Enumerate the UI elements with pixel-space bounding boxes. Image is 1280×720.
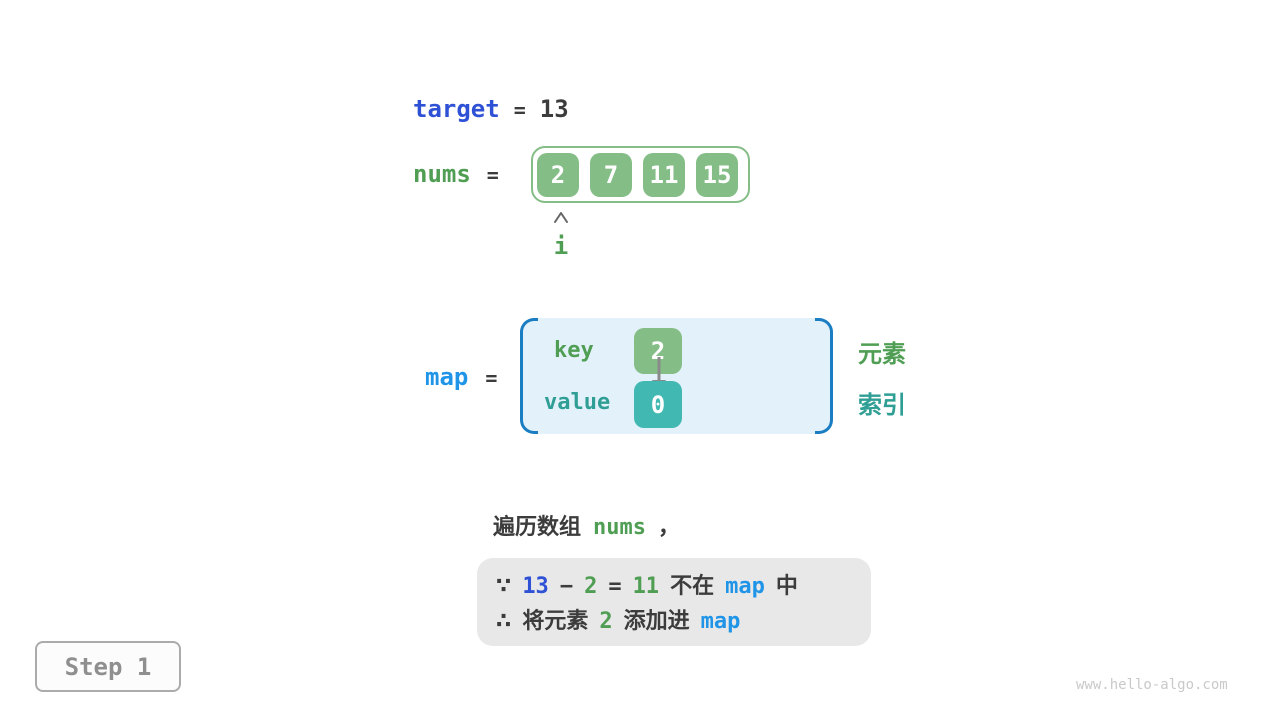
array-cell: 7: [590, 152, 632, 197]
note-in-text: 中: [775, 574, 798, 599]
note-line-because: ∵ 13 − 2 = 11 不在 map 中: [496, 573, 798, 601]
caption-code-nums: nums: [593, 515, 646, 540]
note-line-therefore: ∴ 将元素 2 添加进 map: [496, 608, 740, 636]
note-difference-value: 11: [632, 574, 660, 599]
note-map-ref: map: [725, 574, 765, 599]
note-target-value: 13: [522, 574, 549, 599]
step-badge: Step 1: [35, 641, 181, 692]
minus-sign: −: [559, 574, 574, 599]
map-assignment-label: map =: [425, 363, 497, 392]
nums-assignment-label: nums =: [413, 160, 499, 189]
note-added-value: 2: [599, 609, 613, 634]
note-box: ∵ 13 − 2 = 11 不在 map 中 ∴ 将元素 2 添加进 map: [477, 558, 871, 646]
array-cell: 11: [643, 152, 685, 197]
nums-equals-sign: =: [486, 163, 499, 187]
therefore-symbol: ∴: [496, 609, 512, 634]
array-cell: 15: [696, 152, 738, 197]
caption-comma: ，: [658, 515, 681, 540]
caption-line: 遍历数组 nums ，: [493, 514, 680, 542]
legend-index-label: 索引: [858, 391, 906, 419]
caption-text: 遍历数组: [493, 515, 582, 540]
map-container: key 2 value 0: [520, 318, 833, 434]
index-pointer-arrow-icon: [554, 212, 568, 223]
note-not-in-text: 不在: [670, 574, 715, 599]
target-value: 13: [539, 95, 569, 123]
target-assignment: target = 13: [413, 95, 569, 124]
target-equals-sign: =: [513, 98, 526, 122]
map-right-bracket: [815, 318, 833, 434]
note-element-value: 2: [584, 574, 598, 599]
map-equals-sign: =: [485, 366, 498, 390]
target-var-name: target: [413, 95, 500, 123]
note-add-element-text: 将元素: [522, 609, 589, 634]
index-pointer-label: i: [553, 232, 569, 260]
map-left-bracket: [520, 318, 538, 434]
map-value-label: value: [544, 390, 611, 415]
watermark-text: www.hello-algo.com: [1076, 677, 1228, 693]
note-add-into-text: 添加进: [623, 609, 690, 634]
map-var-name: map: [425, 363, 469, 391]
map-value-box: 0: [634, 381, 682, 428]
note-map-ref: map: [700, 609, 741, 634]
array-cell: 2: [537, 152, 579, 197]
because-symbol: ∵: [496, 574, 512, 599]
note-equals-sign: =: [608, 574, 622, 599]
legend-element-label: 元素: [858, 340, 906, 368]
nums-array: 2 7 11 15: [531, 146, 750, 203]
map-key-label: key: [554, 338, 594, 363]
nums-var-name: nums: [413, 160, 471, 188]
